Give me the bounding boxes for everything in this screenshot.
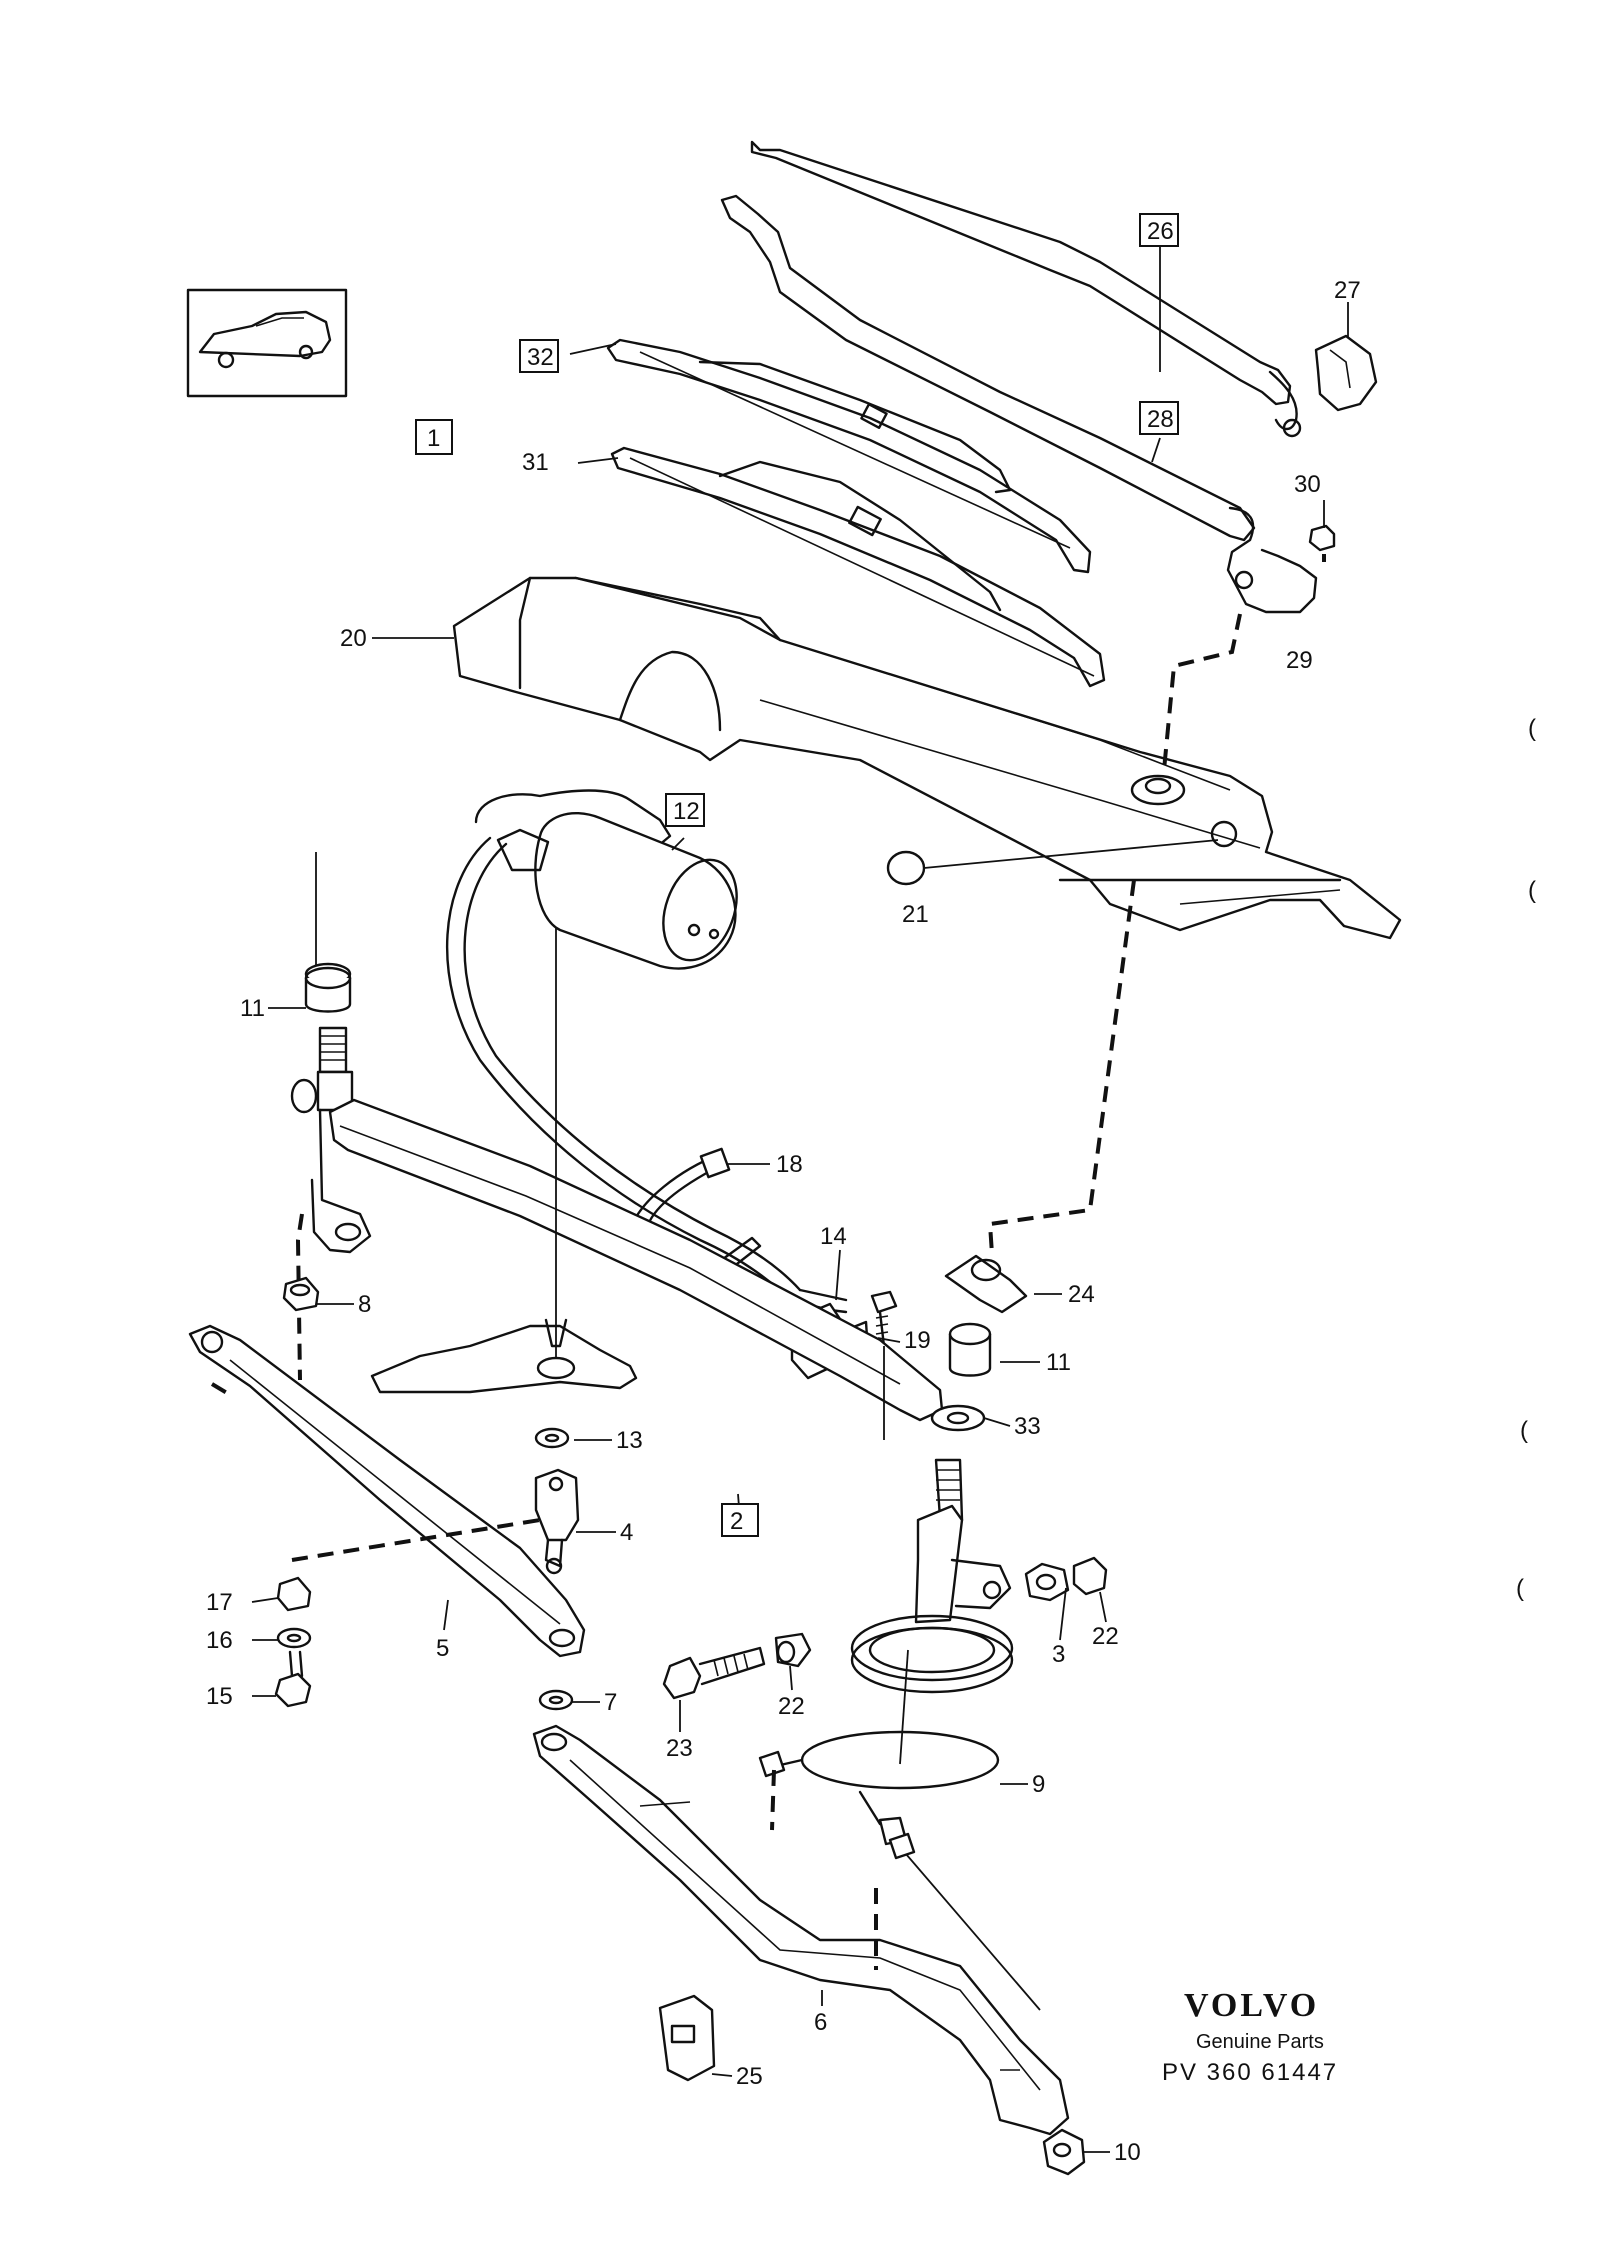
frame-bar-2 (328, 1098, 944, 1422)
genuine-parts-text: Genuine Parts (1196, 2031, 1324, 2053)
callout-31: 31 (522, 449, 549, 476)
callout-22-right: 22 (1092, 1623, 1119, 1650)
callout-9: 9 (1032, 1771, 1045, 1798)
callout-18: 18 (776, 1151, 803, 1178)
bushing-11-right (948, 1322, 992, 1377)
clip-25 (658, 1994, 716, 2082)
dash-spindle-left (295, 1213, 304, 1381)
wiper-arm-28 (720, 194, 1318, 614)
bolt-15 (274, 1650, 312, 1708)
mount-24 (944, 1254, 1028, 1314)
wiper-blade-31 (610, 446, 1106, 688)
callout-2: 2 (730, 1508, 743, 1535)
callout-24: 24 (1068, 1281, 1095, 1308)
callout-15: 15 (206, 1683, 233, 1710)
callout-7: 7 (604, 1689, 617, 1716)
callout-11-top: 11 (240, 995, 265, 1022)
nut-30 (1308, 524, 1336, 562)
wiper-motor-12 (474, 789, 738, 970)
callout-box-26 (1139, 213, 1179, 247)
spindle-right (850, 1458, 1014, 1765)
callout-23: 23 (666, 1735, 693, 1762)
wiring-harness (445, 836, 848, 1314)
callout-32: 32 (527, 344, 554, 371)
callout-4: 4 (620, 1519, 633, 1546)
callout-21: 21 (902, 901, 929, 928)
callout-25: 25 (736, 2063, 763, 2090)
screw-19 (870, 1290, 898, 1348)
washer-22-left (774, 1632, 812, 1668)
callout-12: 12 (673, 798, 700, 825)
callout-30: 30 (1294, 471, 1321, 498)
callout-26: 26 (1147, 218, 1174, 245)
wiper-arm-26 (750, 140, 1302, 438)
callout-16: 16 (206, 1627, 233, 1654)
washer-13 (534, 1427, 570, 1449)
callout-box-28 (1139, 401, 1179, 435)
callout-20: 20 (340, 625, 367, 652)
callout-6: 6 (814, 2009, 827, 2036)
crank-4 (534, 1468, 580, 1575)
wiper-cap-27 (1314, 334, 1378, 412)
dash-link-left (210, 1382, 234, 1398)
dash-29-cowl (1162, 613, 1242, 771)
callout-27: 27 (1334, 277, 1361, 304)
nut-17 (276, 1576, 312, 1612)
callout-5: 5 (436, 1635, 449, 1662)
dash-cable-left (770, 1769, 776, 1831)
bushing-11-top (304, 852, 352, 1013)
callout-box-1 (415, 419, 453, 455)
cap-22-right (1072, 1556, 1108, 1596)
motor-bracket (370, 928, 638, 1394)
link-arm-5 (188, 1324, 586, 1658)
part-code: PV 360 61447 (1162, 2059, 1338, 2086)
callout-box-12 (665, 793, 705, 827)
wiper-blade-32 (606, 338, 1092, 574)
callout-box-32 (519, 339, 559, 373)
margin-mark-1: ( (1528, 715, 1536, 742)
plug-21 (886, 839, 1219, 886)
callout-box-2 (721, 1503, 759, 1537)
dash-24-cowl (987, 879, 1136, 1255)
car-thumbnail (186, 288, 348, 398)
callout-17: 17 (206, 1589, 233, 1616)
callout-33: 33 (1014, 1413, 1041, 1440)
bolt-23 (662, 1646, 766, 1700)
margin-mark-3: ( (1520, 1417, 1528, 1444)
grommet-8 (282, 1276, 320, 1312)
callout-1: 1 (427, 425, 440, 452)
callout-3: 3 (1052, 1641, 1065, 1668)
cable-9 (758, 1730, 1041, 2011)
callout-29: 29 (1286, 647, 1313, 674)
cowl-panel-20 (452, 576, 1402, 940)
callout-14: 14 (820, 1223, 847, 1250)
callout-13: 13 (616, 1427, 643, 1454)
spindle-left (290, 1026, 372, 1254)
washer-7 (538, 1689, 574, 1711)
callout-19: 19 (904, 1327, 931, 1354)
callout-10: 10 (1114, 2139, 1141, 2166)
washer-16 (276, 1627, 312, 1649)
nut-10 (1042, 2128, 1086, 2176)
callout-8: 8 (358, 1291, 371, 1318)
link-arm-6 (532, 1724, 1070, 2136)
washer-33 (930, 1404, 986, 1432)
callout-28: 28 (1147, 406, 1174, 433)
leader-lines (251, 246, 1349, 2153)
callout-11-right: 11 (1046, 1349, 1071, 1376)
bushing-3 (1024, 1562, 1070, 1602)
margin-mark-2: ( (1528, 877, 1536, 904)
callout-22-left: 22 (778, 1693, 805, 1720)
volvo-brand: VOLVO (1184, 1987, 1319, 2024)
margin-mark-4: ( (1516, 1575, 1524, 1602)
